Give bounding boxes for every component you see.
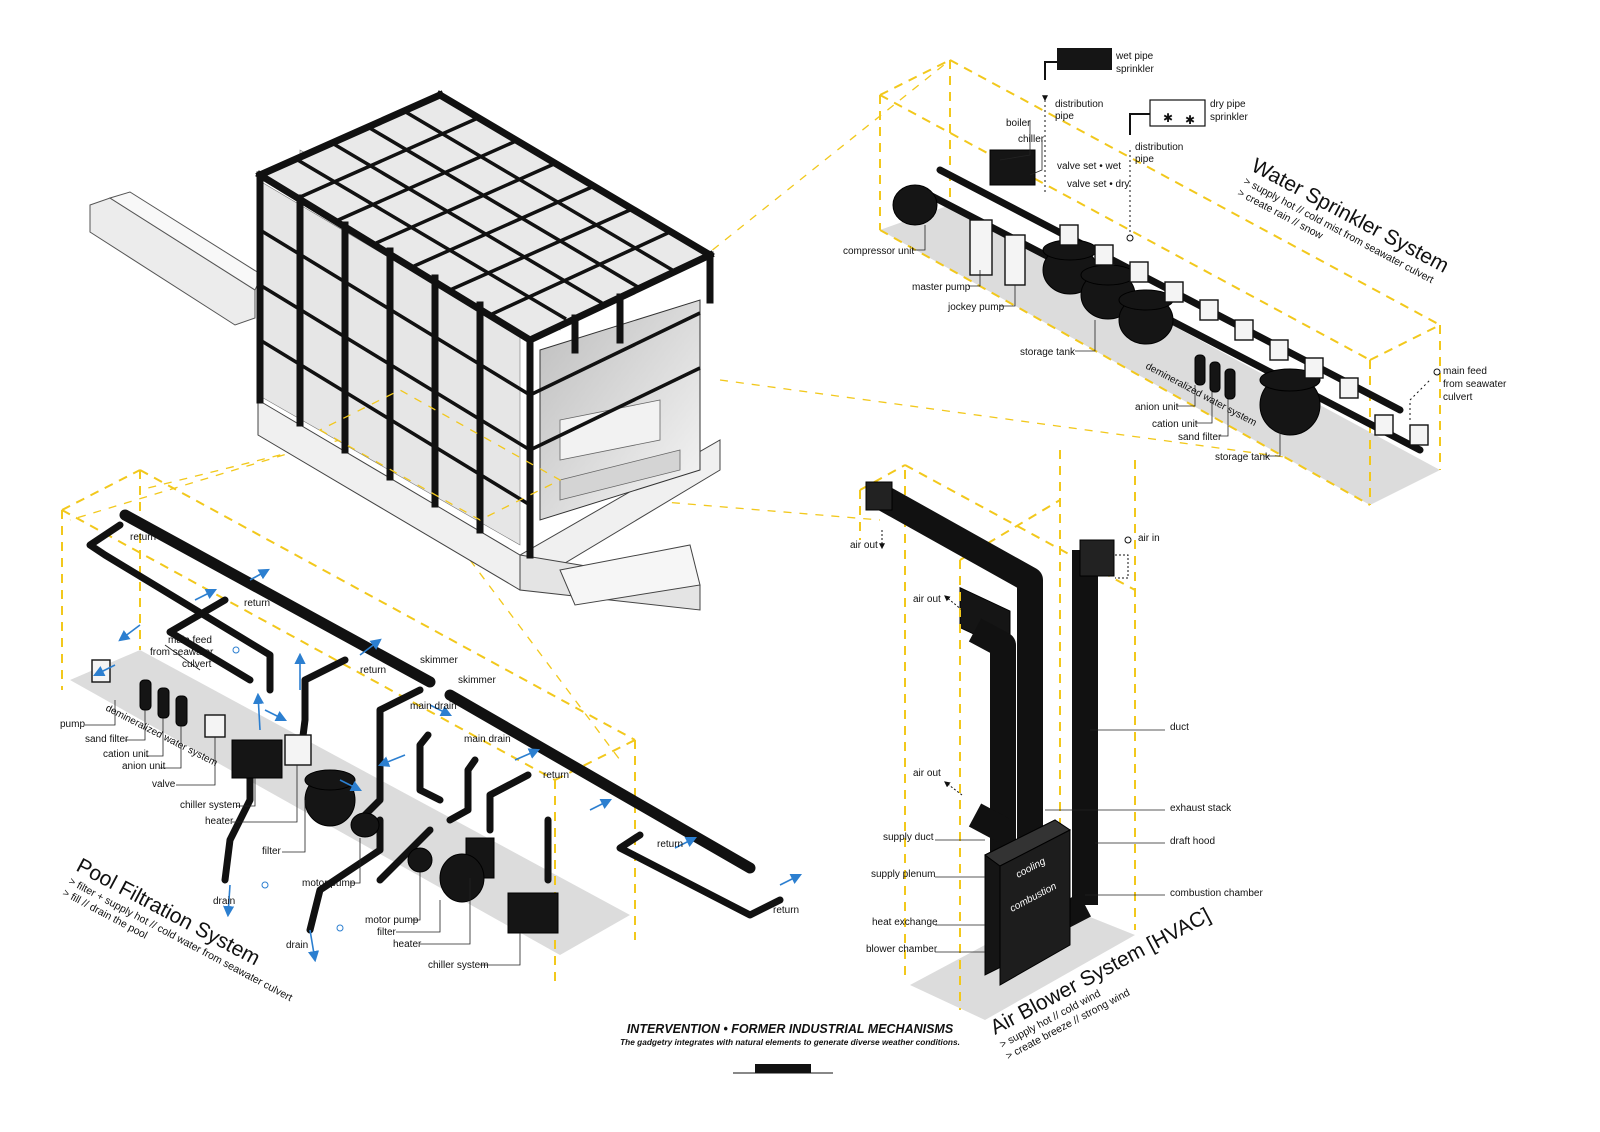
label-return-5: return: [657, 839, 683, 850]
label-culvert-pool: culvert: [182, 659, 212, 670]
industrial-building: [89, 90, 721, 611]
label-distribution-dry: distribution: [1135, 142, 1183, 153]
label-supply-plenum: supply plenum: [871, 869, 935, 880]
label-chiller-system-1: chiller system: [180, 800, 241, 811]
label-motor-pump-2: motor pump: [365, 915, 419, 926]
label-draft-hood: draft hood: [1170, 836, 1215, 847]
air-in-grille: [1079, 539, 1115, 577]
label-return-2: return: [244, 598, 270, 609]
label-return-6: return: [773, 905, 799, 916]
label-dry-sprinkler: sprinkler: [1210, 112, 1248, 123]
label-anion-unit: anion unit: [1135, 402, 1179, 413]
heater-1: [284, 734, 312, 766]
label-air-out-1: air out: [850, 540, 878, 551]
label-air-out-2: air out: [913, 594, 941, 605]
label-master-pump: master pump: [912, 282, 971, 293]
master-pump-unit: [969, 219, 993, 276]
label-air-in: air in: [1138, 533, 1160, 544]
pool-flow-arrows: [92, 568, 803, 963]
label-skimmer-2: skimmer: [458, 675, 496, 686]
label-storage-tank-2: storage tank: [1215, 452, 1271, 463]
water-sprinkler-system: ✱ ✱ wet pipe sprinkler dry pipe sprinkle…: [843, 48, 1507, 652]
label-distribution-pipe-dry: pipe: [1135, 154, 1154, 165]
filter-tank-2: [439, 853, 485, 903]
skimmer-channel-2: [444, 689, 756, 874]
wet-pipe-sprinkler-box: [1057, 48, 1112, 70]
label-sand-filter: sand filter: [1178, 432, 1222, 443]
label-dry-pipe: dry pipe: [1210, 99, 1246, 110]
jockey-pump-unit: [1004, 234, 1026, 286]
label-chiller: chiller: [1018, 134, 1045, 145]
label-cation-unit-pool: cation unit: [103, 749, 149, 760]
label-supply-duct: supply duct: [883, 832, 934, 843]
sprinkler-floor: [880, 205, 1440, 505]
label-wet-sprinkler: sprinkler: [1116, 64, 1154, 75]
dry-pipe-sprinkler-box: [1149, 99, 1206, 127]
label-boiler: boiler: [1006, 118, 1031, 129]
label-main-feed-sprinkler: main feed: [1443, 366, 1487, 377]
svg-text:✱: ✱: [1185, 113, 1195, 127]
label-blower-chamber: blower chamber: [866, 944, 938, 955]
label-motor-pump-1: motor pump: [302, 878, 356, 889]
compressor-unit-body: [892, 184, 938, 226]
label-valve-set-dry: valve set • dry: [1067, 179, 1129, 190]
svg-text:✱: ✱: [1163, 111, 1173, 125]
air-blower-system: cooling combustion air out air in air ou…: [850, 450, 1263, 1062]
label-return-1: return: [130, 532, 156, 543]
label-filter-2: filter: [377, 927, 397, 938]
label-heat-exchange: heat exchange: [872, 917, 938, 928]
label-storage-tank-1: storage tank: [1020, 347, 1076, 358]
label-cation-unit: cation unit: [1152, 419, 1198, 430]
label-compressor-unit: compressor unit: [843, 246, 914, 257]
label-main-drain-1: main drain: [410, 701, 457, 712]
label-return-3: return: [360, 665, 386, 676]
label-heater-1: heater: [205, 816, 234, 827]
label-exhaust-stack: exhaust stack: [1170, 803, 1232, 814]
pool-subtitle-1: > filter + supply hot // cold water from…: [67, 875, 295, 1004]
label-drain-2: drain: [286, 940, 308, 951]
label-drain-1: drain: [213, 896, 235, 907]
caption-subtitle: The gadgetry integrates with natural ele…: [620, 1037, 960, 1047]
label-from-seawater-pool: from seawater: [150, 647, 214, 658]
chiller-system-2: [507, 892, 559, 934]
motor-pump-1: [350, 812, 380, 838]
label-duct: duct: [1170, 722, 1189, 733]
label-return-4: return: [543, 770, 569, 781]
label-valve: valve: [152, 779, 176, 790]
label-chiller-system-2: chiller system: [428, 960, 489, 971]
label-filter-1: filter: [262, 846, 282, 857]
label-pump: pump: [60, 719, 85, 730]
roof-grid: [255, 90, 715, 345]
label-skimmer-1: skimmer: [420, 655, 458, 666]
valve-sets: [1059, 224, 1429, 446]
chiller-unit: [989, 149, 1036, 186]
label-jockey-pump: jockey pump: [947, 302, 1005, 313]
label-distribution-wet: distribution: [1055, 99, 1103, 110]
pool-equipment: [91, 659, 559, 934]
scale-bar: [733, 1064, 833, 1074]
label-sand-filter-pool: sand filter: [85, 734, 129, 745]
label-wet-pipe: wet pipe: [1115, 51, 1154, 62]
label-culvert-sprinkler: culvert: [1443, 392, 1473, 403]
label-main-feed-pool: main feed: [168, 635, 212, 646]
caption-title: INTERVENTION • FORMER INDUSTRIAL MECHANI…: [626, 1022, 954, 1036]
motor-pump-2: [407, 847, 433, 873]
label-distribution-pipe-wet: pipe: [1055, 111, 1074, 122]
label-anion-unit-pool: anion unit: [122, 761, 166, 772]
floor-beams: [259, 228, 701, 507]
demineralized-units: [1194, 354, 1236, 400]
sprinkler-subtitle-1: > supply hot // cold mist from seawater …: [1242, 175, 1436, 286]
label-valve-set-wet: valve set • wet: [1057, 161, 1121, 172]
label-heater-2: heater: [393, 939, 422, 950]
label-air-out-3: air out: [913, 768, 941, 779]
sprinkler-guide-box: [879, 59, 1441, 506]
label-main-drain-2: main drain: [464, 734, 511, 745]
chiller-system-1: [231, 739, 283, 779]
label-combustion-chamber: combustion chamber: [1170, 888, 1263, 899]
label-from-seawater-sprinkler: from seawater: [1443, 379, 1507, 390]
drawing-caption: INTERVENTION • FORMER INDUSTRIAL MECHANI…: [600, 1022, 980, 1047]
skimmer-channel-1: [119, 509, 436, 688]
